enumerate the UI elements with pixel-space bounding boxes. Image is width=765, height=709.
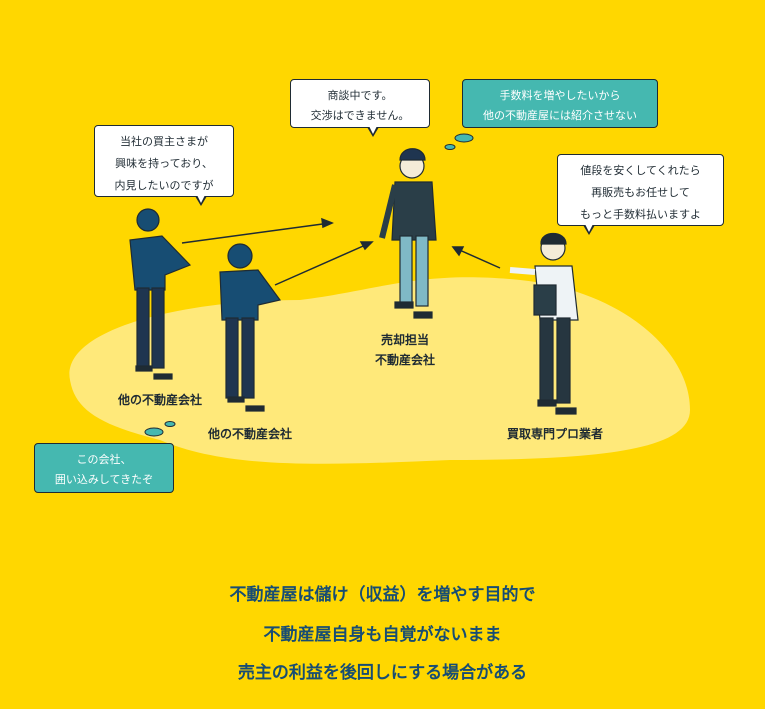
buyer-pro-person (509, 232, 579, 415)
bubble-line: 値段を安くしてくれたら (580, 164, 701, 177)
bubble-line: もっと手数料払いますよ (580, 208, 701, 221)
bubble-line: 内見したいのですが (114, 179, 214, 192)
other-agent-person-1 (129, 208, 192, 380)
bubble-line: この会社、 (76, 453, 132, 466)
caption-line-1: 不動産屋は儲け（収益）を増やす目的で (229, 585, 536, 605)
seller-agent-person (379, 148, 437, 319)
caption-line-3: 売主の利益を後回しにする場合がある (237, 663, 528, 683)
caption-line-2: 不動産屋自身も自覚がないまま (263, 625, 502, 645)
bubble-line: 再販売もお任せして (591, 186, 690, 199)
other-agent-2-label: 他の不動産会社 (207, 427, 292, 441)
bubble-line: 他の不動産屋には紹介させない (483, 109, 637, 122)
floor-shape (69, 277, 690, 464)
other-agent-1-label: 他の不動産会社 (117, 393, 202, 407)
label-line: 不動産会社 (374, 353, 435, 367)
bubble-line: 交渉はできません。 (310, 109, 410, 122)
bubble-line: 囲い込みしてきたぞ (54, 473, 154, 486)
seller-agent-label: 売却担当 不動産会社 (350, 330, 460, 370)
bubble-line: 興味を持っており、 (115, 157, 213, 170)
arrows (181, 217, 501, 286)
bubble-line: 商談中です。 (327, 89, 393, 102)
seller-agent-thought-bubble: 手数料を増やしたいから 他の不動産屋には紹介させない (462, 79, 658, 128)
buyer-pro-label: 買取専門プロ業者 (506, 427, 603, 441)
other-agent-speech-bubble: 当社の買主さまが 興味を持っており、 内見したいのですが (94, 125, 234, 206)
other-agent-person-2 (219, 243, 282, 412)
bubble-line: 手数料を増やしたいから (499, 89, 621, 102)
label-line: 売却担当 (380, 333, 429, 347)
bubble-line: 当社の買主さまが (120, 135, 208, 148)
seller-agent-speech-bubble: 商談中です。 交渉はできません。 (290, 79, 430, 137)
buyer-pro-speech-bubble: 値段を安くしてくれたら 再販売もお任せして もっと手数料払いますよ (557, 154, 724, 235)
other-agent-thought-bubble: この会社、 囲い込みしてきたぞ (34, 443, 174, 493)
